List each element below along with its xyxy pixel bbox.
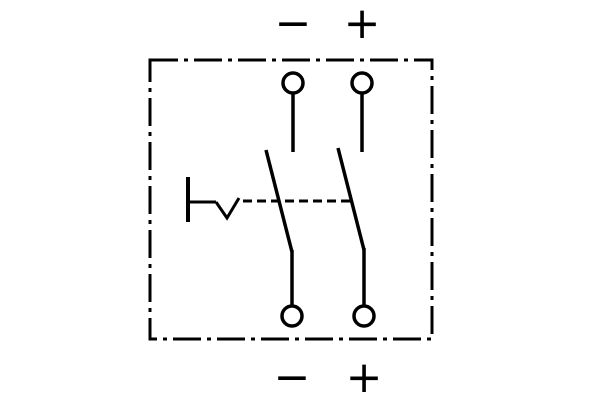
top-left-terminal <box>281 71 305 95</box>
spring-return-symbol <box>214 197 241 221</box>
top-right-terminal <box>350 71 374 95</box>
enclosure-border <box>148 58 434 341</box>
right-switch-blade <box>336 147 366 251</box>
bottom-right-polarity-label: + <box>345 352 383 400</box>
bottom-left-terminal <box>280 304 304 328</box>
bottom-right-terminal <box>352 304 376 328</box>
bottom-left-polarity-label: − <box>273 352 311 400</box>
top-right-polarity-label: + <box>343 0 381 49</box>
top-left-polarity-label: − <box>274 0 312 49</box>
